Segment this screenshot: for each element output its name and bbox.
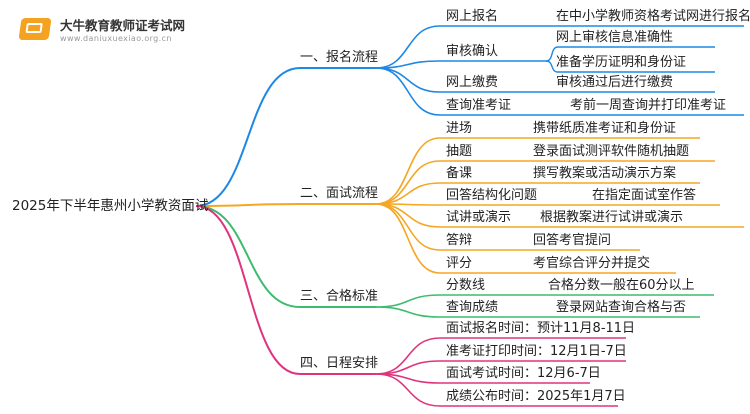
item-label: 备课 — [446, 166, 473, 181]
item-link-line — [375, 60, 441, 69]
item-link-line — [375, 360, 441, 375]
root-link-line — [195, 67, 301, 207]
detail-label: 考前一周查询并打印准考证 — [570, 98, 727, 113]
item-label: 准考证打印时间：12月1日-7日 — [446, 344, 627, 359]
detail-label: 在指定面试室作答 — [592, 188, 697, 203]
item-label: 面试报名时间：预计11月8-11日 — [446, 321, 636, 336]
branch-label: 四、日程安排 — [300, 356, 379, 371]
item-label: 查询成绩 — [446, 300, 499, 315]
detail-label: 根据教案进行试讲或演示 — [540, 210, 684, 225]
root-link-line — [195, 205, 301, 375]
item-link-line — [375, 203, 441, 274]
item-label: 网上报名 — [446, 9, 499, 24]
brand-name: 大牛教育教师证考试网 — [60, 18, 186, 33]
item-link-line — [375, 294, 441, 308]
branch-label: 二、面试流程 — [300, 186, 379, 201]
detail-label: 登录面试测评软件随机抽题 — [533, 144, 690, 159]
item-link-line — [375, 373, 441, 407]
item-label: 进场 — [446, 121, 473, 136]
item-label: 成绩公布时间：2025年1月7日 — [446, 389, 626, 404]
item-link-line — [375, 182, 441, 205]
branch-label: 一、报名流程 — [300, 50, 379, 65]
branch-label: 三、合格标准 — [300, 289, 379, 304]
detail-label: 网上审核信息准确性 — [556, 30, 674, 45]
item-link-line — [375, 67, 441, 93]
detail-label: 审核通过后进行缴费 — [556, 75, 674, 90]
item-label: 回答结构化问题 — [446, 188, 538, 203]
item-link-line — [375, 67, 441, 116]
item-label: 审核确认 — [446, 44, 499, 59]
item-label: 分数线 — [446, 278, 486, 293]
item-link-line — [375, 25, 441, 69]
detail-label: 撰写教案或活动演示方案 — [533, 166, 677, 181]
item-link-line — [375, 160, 441, 205]
root-topic: 2025年下半年惠州小学教资面试 — [12, 198, 209, 214]
detail-label: 回答考官提问 — [533, 233, 612, 248]
detail-label: 考官综合评分并提交 — [533, 256, 651, 271]
item-label: 答辩 — [446, 233, 473, 248]
root-link-line — [195, 205, 301, 308]
detail-label: 登录网站查询合格与否 — [556, 300, 687, 315]
detail-link-line — [545, 60, 559, 73]
item-link-line — [375, 203, 441, 228]
item-label: 查询准考证 — [446, 98, 512, 113]
item-label: 网上缴费 — [446, 75, 499, 90]
item-label: 评分 — [446, 256, 473, 271]
item-link-line — [375, 306, 441, 318]
item-label: 面试考试时间：12月6-7日 — [446, 366, 601, 381]
item-label: 抽题 — [446, 144, 473, 159]
root-link-line — [195, 203, 301, 207]
detail-label: 准备学历证明和身份证 — [556, 55, 687, 70]
detail-label: 合格分数一般在60分以上 — [548, 278, 695, 293]
detail-label: 在中小学教师资格考试网进行报名 — [556, 9, 750, 24]
item-link-line — [375, 337, 441, 375]
item-link-line — [375, 137, 441, 205]
brand-logo: 大牛教育教师证考试网 www.daniuxuexiao.org.cn — [14, 10, 194, 46]
item-label: 试讲或演示 — [446, 210, 512, 225]
brand-url: www.daniuxuexiao.org.cn — [60, 34, 172, 43]
detail-label: 携带纸质准考证和身份证 — [533, 121, 677, 136]
